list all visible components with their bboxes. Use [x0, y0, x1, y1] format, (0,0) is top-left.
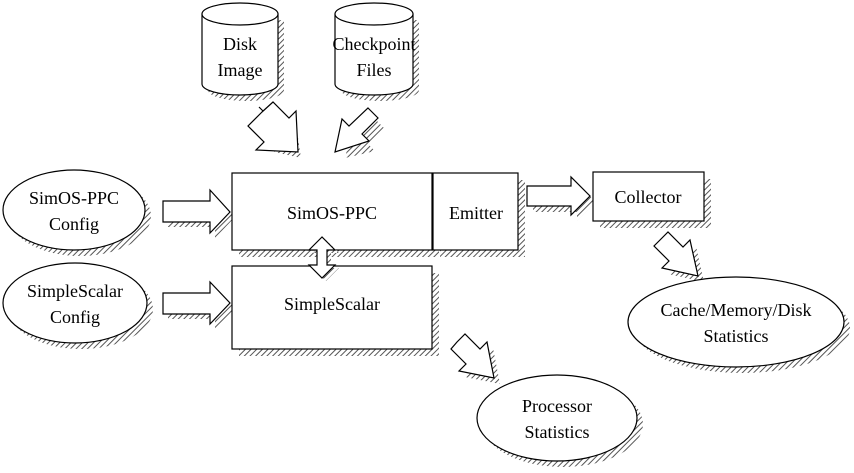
- checkpoint-files-label-line2: Files: [356, 60, 391, 80]
- simos-config-ellipse: SimOS-PPC Config: [2, 169, 151, 256]
- arrow-emitter-to-collector: [526, 175, 596, 221]
- cache-stats-label-line1: Cache/Memory/Disk: [661, 300, 812, 320]
- disk-image-label-line2: Image: [218, 60, 263, 80]
- simplescalar-box: SimpleScalar: [231, 265, 439, 356]
- arrow-simos-config-to-simos: [162, 188, 235, 238]
- checkpoint-files-cylinder: Checkpoint Files: [333, 2, 419, 101]
- simplescalar-config-label-line1: SimpleScalar: [27, 281, 123, 301]
- checkpoint-files-label-line1: Checkpoint: [333, 34, 416, 54]
- arrow-disk-image-to-simos: [247, 101, 301, 158]
- bidirectional-arrow-simos-simplescalar: [307, 236, 339, 281]
- simplescalar-label: SimpleScalar: [284, 294, 380, 314]
- simos-ppc-box: SimOS-PPC: [231, 172, 439, 257]
- disk-image-cylinder: Disk Image: [201, 2, 284, 101]
- processor-statistics-ellipse: Processor Statistics: [476, 374, 643, 467]
- emitter-box: Emitter: [432, 172, 525, 257]
- disk-image-label-line1: Disk: [223, 34, 257, 54]
- cache-stats-label-line2: Statistics: [703, 326, 768, 346]
- arrow-collector-to-cache-stats: [653, 231, 704, 282]
- collector-label: Collector: [615, 187, 682, 207]
- simos-ppc-label: SimOS-PPC: [287, 203, 377, 223]
- arrow-simplescalar-config-to-simplescalar: [162, 280, 235, 329]
- simplescalar-config-ellipse: SimpleScalar Config: [2, 262, 153, 349]
- processor-stats-label-line2: Statistics: [524, 422, 589, 442]
- simos-config-label-line1: SimOS-PPC: [29, 188, 119, 208]
- arrow-checkpoint-to-simos: [334, 107, 384, 158]
- collector-box: Collector: [592, 171, 711, 228]
- processor-stats-label-line1: Processor: [522, 396, 592, 416]
- simos-config-label-line2: Config: [49, 214, 99, 234]
- emitter-label: Emitter: [449, 203, 503, 223]
- cache-memory-disk-statistics-ellipse: Cache/Memory/Disk Statistics: [627, 276, 850, 373]
- arrow-simplescalar-to-processor-stats: [450, 333, 500, 384]
- simplescalar-config-label-line2: Config: [50, 307, 100, 327]
